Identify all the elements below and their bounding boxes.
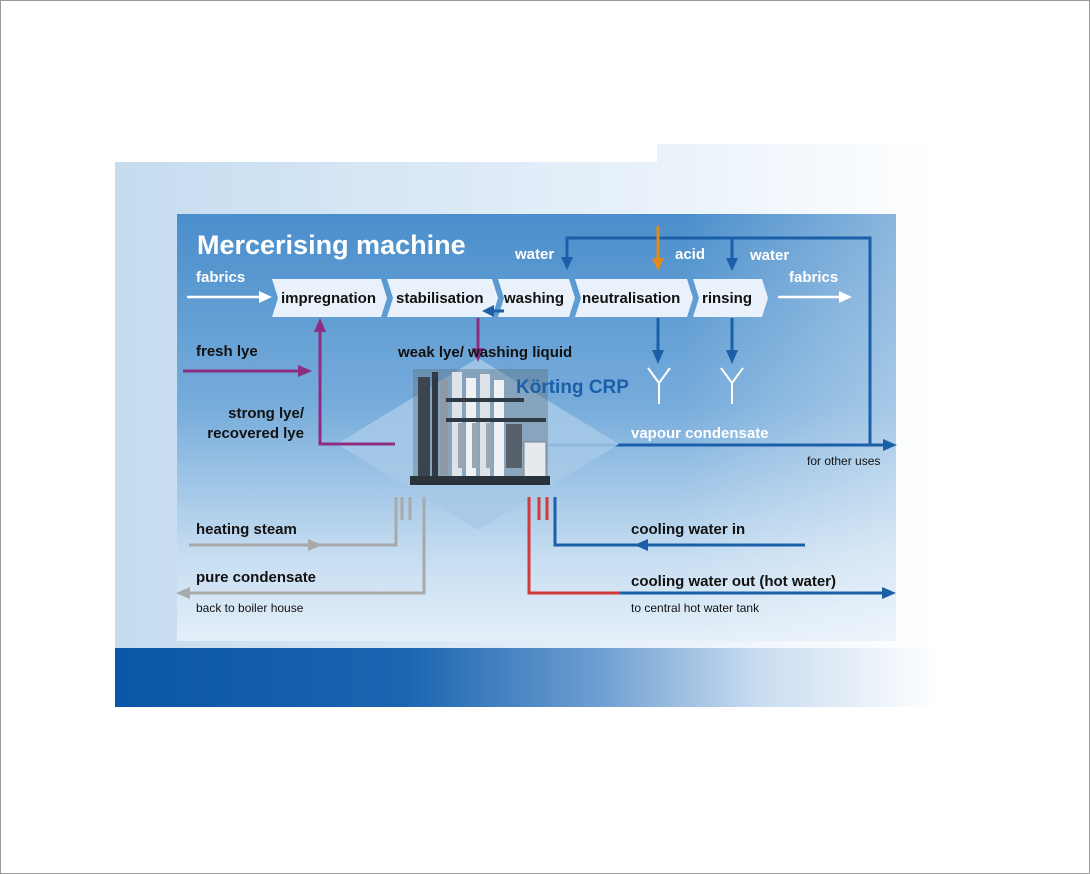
step-stabilisation: stabilisation: [396, 290, 484, 307]
cooling-water-out-note: to central hot water tank: [631, 601, 760, 615]
water-1-label: water: [514, 246, 554, 263]
neutralisation-drain-icon: [647, 367, 671, 404]
step-impregnation: impregnation: [281, 290, 376, 307]
step-washing: washing: [503, 290, 564, 307]
cooling-water-out-arrowhead: [882, 587, 896, 599]
process-steps: impregnation stabilisation washing neutr…: [272, 279, 768, 317]
step-rinsing-box: [693, 279, 768, 317]
acid-arrowhead: [652, 258, 664, 271]
vapour-condensate-note: for other uses: [807, 454, 880, 468]
heating-steam-label: heating steam: [196, 521, 297, 538]
slide-notch: [115, 144, 657, 162]
neutralisation-drain-arrowhead: [652, 350, 664, 364]
step-neutralisation: neutralisation: [582, 290, 680, 307]
water-1-arrowhead: [561, 257, 573, 270]
fresh-lye-label: fresh lye: [196, 343, 258, 360]
cooling-water-out-label: cooling water out (hot water): [631, 573, 836, 590]
pure-condensate-note: back to boiler house: [196, 601, 304, 615]
fabrics-in-arrowhead: [259, 291, 272, 303]
acid-label: acid: [675, 246, 705, 263]
weak-lye-label: weak lye/ washing liquid: [397, 344, 572, 361]
weak-lye-arrowhead: [472, 348, 484, 362]
step-washing-box: [498, 279, 575, 317]
fresh-lye-arrowhead: [298, 365, 312, 377]
fabrics-in-label: fabrics: [196, 269, 245, 286]
crp-plant-illustration: [410, 369, 550, 485]
fabrics-out-arrowhead: [839, 291, 852, 303]
vapour-out-arrowhead: [883, 439, 897, 451]
bottom-band: [115, 648, 940, 707]
recovered-lye-label: recovered lye: [207, 425, 304, 442]
rinsing-drain-icon: [720, 367, 744, 404]
heating-steam-line: [189, 497, 398, 547]
strong-lye-arrowhead: [314, 318, 326, 332]
pure-condensate-arrowhead: [176, 587, 190, 599]
strong-lye-label: strong lye/: [228, 405, 305, 422]
vapour-condensate-loop: [548, 236, 872, 447]
rinsing-drain-arrowhead: [726, 350, 738, 364]
wash-backflow-arrowhead: [482, 305, 494, 317]
step-neutralisation-box: [575, 279, 693, 317]
pure-condensate-line: [188, 497, 426, 595]
water-2-arrowhead: [726, 258, 738, 271]
cooling-water-in-label: cooling water in: [631, 521, 745, 538]
plant-name: Körting CRP: [516, 377, 629, 398]
cooling-water-in-line: [553, 497, 805, 547]
heating-steam-arrowhead: [308, 539, 322, 551]
step-impregnation-box: [272, 279, 387, 317]
hot-water-line: [527, 497, 620, 595]
diagram-title: Mercerising machine: [197, 230, 466, 260]
step-stabilisation-box: [387, 279, 498, 317]
water-2-label: water: [749, 247, 789, 264]
pure-condensate-label: pure condensate: [196, 569, 316, 586]
step-rinsing: rinsing: [702, 290, 752, 307]
fabrics-out-label: fabrics: [789, 269, 838, 286]
strong-lye-line: [318, 330, 395, 446]
vapour-condensate-label: vapour condensate: [631, 425, 769, 442]
cooling-water-in-arrowhead: [634, 539, 648, 551]
